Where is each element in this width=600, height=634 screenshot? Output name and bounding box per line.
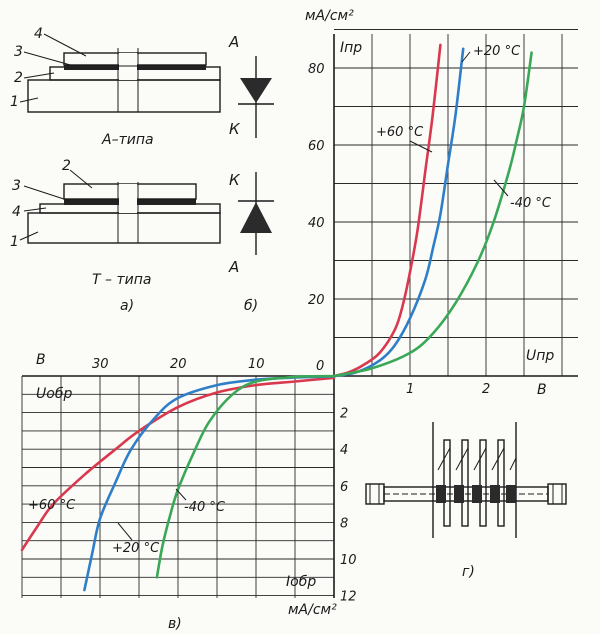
- layer-1-substrate: [27, 212, 221, 244]
- fin-4: [497, 439, 505, 527]
- forward-x-tick-label: 1: [406, 382, 414, 397]
- cell-3: [472, 485, 482, 503]
- forward-y-tick-label: 20: [308, 293, 325, 308]
- cell-4: [490, 485, 500, 503]
- subcaption-a: а): [120, 298, 134, 314]
- reverse-annotation-minus40: -40 °C: [184, 500, 226, 515]
- forward-y-tick-label: 60: [308, 139, 325, 154]
- chart-grid: [21, 29, 578, 598]
- cell-1: [436, 485, 446, 503]
- label-anode: А: [228, 33, 239, 51]
- forward-unit: мА/см²: [305, 8, 354, 24]
- section-type-a: 4 3 2 1 A–типа: [10, 26, 221, 148]
- reverse-y-tick-label: 2: [340, 407, 348, 422]
- reverse-curve: [83, 375, 336, 592]
- nut-right: [547, 483, 567, 505]
- forward-x-tick-label: 2: [482, 382, 490, 397]
- leader-2: [69, 169, 93, 189]
- diode-triangle: [240, 78, 272, 103]
- reverse-y-tick-label: 12: [340, 590, 357, 605]
- reverse-y-tick-label: 6: [340, 480, 348, 495]
- label-2: 2: [14, 70, 23, 86]
- forward-annotation-minus40: -40 °C: [510, 196, 552, 211]
- forward-annotation-60: +60 °C: [376, 125, 424, 140]
- subcaption-b: б): [244, 298, 258, 314]
- label-cathode: К: [229, 120, 241, 138]
- fin-3: [479, 439, 487, 527]
- annotation-leader: [461, 51, 471, 63]
- center-gap: [119, 184, 137, 213]
- chart-axes: [22, 34, 578, 598]
- reverse-unit: мА/см²: [288, 602, 337, 618]
- forward-curve: [332, 47, 465, 378]
- label-cathode: К: [229, 171, 241, 189]
- diode-symbol-top: А К: [228, 33, 274, 138]
- label-3: 3: [12, 178, 21, 194]
- diode-symbol-bottom: К А: [228, 171, 274, 276]
- annotation-leader: [493, 179, 509, 197]
- reverse-annotation-20: +20 °C: [112, 541, 160, 556]
- diode-triangle: [240, 202, 272, 233]
- nut-left: [365, 483, 385, 505]
- reverse-x-tick-label: 20: [170, 357, 187, 372]
- label-2: 2: [62, 158, 71, 174]
- caption-type-a: A–типа: [101, 132, 154, 148]
- diagram-b: А К К А б): [228, 33, 274, 314]
- fin-2: [461, 439, 469, 527]
- origin-label: 0: [316, 359, 324, 374]
- reverse-current-label: Iобр: [286, 574, 316, 590]
- forward-current-label: Iпр: [340, 40, 362, 56]
- diagram-g: г): [365, 422, 567, 580]
- annotation-leader: [117, 522, 133, 541]
- cell-5: [506, 485, 516, 503]
- section-type-t: 2 3 4 1 Т – типа: [10, 158, 221, 288]
- reverse-annotation-60: +60 °C: [28, 498, 76, 513]
- leader-1: [19, 97, 39, 103]
- leader-4: [43, 33, 87, 57]
- label-anode: А: [228, 258, 239, 276]
- layer-1-substrate: [27, 79, 221, 113]
- fin-1: [443, 439, 451, 527]
- reverse-y-tick-label: 10: [340, 553, 357, 568]
- label-4: 4: [12, 204, 21, 220]
- reverse-y-tick-label: 8: [340, 516, 348, 531]
- reverse-y-tick-label: 4: [340, 443, 348, 458]
- reverse-x-tick-label: 10: [248, 357, 265, 372]
- reverse-curve: [20, 376, 336, 552]
- forward-annotation-20: +20 °C: [473, 44, 521, 59]
- label-3: 3: [14, 44, 23, 60]
- caption-type-t: Т – типа: [92, 272, 151, 288]
- annotation-leader: [409, 140, 433, 153]
- reverse-voltage-label: Uобр: [36, 386, 72, 402]
- forward-curve: [332, 51, 533, 378]
- chart-annotations: +60 °C +20 °C -40 °C +60 °C +20 °C -40 °C: [28, 44, 552, 556]
- forward-voltage-unit: В: [537, 382, 547, 398]
- reverse-curve: [155, 374, 336, 579]
- cell-2: [454, 485, 464, 503]
- leader-3: [23, 185, 71, 202]
- forward-y-tick-label: 80: [308, 62, 325, 77]
- label-1: 1: [10, 94, 19, 110]
- leader-1: [19, 231, 39, 241]
- forward-curve: [332, 43, 442, 378]
- leader-3: [23, 51, 75, 67]
- annotation-leader: [175, 488, 187, 501]
- forward-voltage-label: Uпр: [526, 348, 554, 364]
- diagram-a: 4 3 2 1 A–типа 2 3 4 1 Т – типа а): [10, 26, 221, 314]
- forward-y-tick-label: 40: [308, 216, 325, 231]
- leader-4: [23, 207, 47, 212]
- chart-series: [20, 43, 533, 592]
- reverse-x-tick-label: 30: [92, 357, 109, 372]
- label-4: 4: [34, 26, 43, 42]
- subcaption-g: г): [462, 564, 475, 580]
- label-1: 1: [10, 234, 19, 250]
- subcaption-v: в): [168, 616, 182, 632]
- reverse-voltage-unit: В: [36, 352, 46, 368]
- leader-2: [23, 72, 55, 79]
